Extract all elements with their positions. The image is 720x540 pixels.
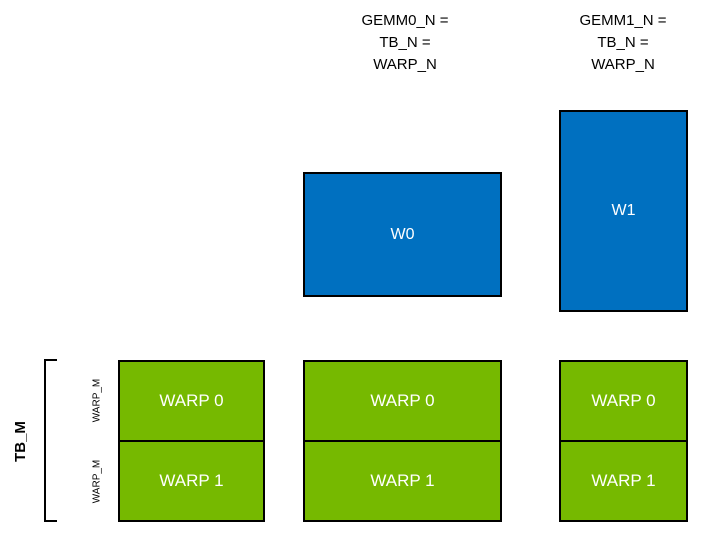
- threadblock-right: WARP 0 WARP 1: [559, 360, 688, 522]
- warp0-label: WARP 0: [591, 391, 656, 410]
- warp1-label: WARP 1: [159, 471, 224, 490]
- header-line-3: WARP_N: [373, 56, 437, 73]
- warp0-box: WARP 0: [559, 360, 688, 442]
- header-line-1: GEMM0_N =: [361, 12, 449, 29]
- column-header-gemm0: GEMM0_N = TB_N = WARP_N: [325, 10, 485, 76]
- warp1-label: WARP 1: [370, 471, 435, 490]
- column-header-gemm1: GEMM1_N = TB_N = WARP_N: [548, 10, 698, 76]
- warp1-label: WARP 1: [591, 471, 656, 490]
- warp1-box: WARP 1: [559, 440, 688, 522]
- header-line-3: WARP_N: [591, 56, 655, 73]
- warp-tile-w1-label: W1: [611, 202, 636, 219]
- warp-tile-w0: W0: [303, 172, 502, 297]
- warp-m-label-row0: WARP_M: [91, 378, 103, 422]
- header-line-2: TB_N =: [379, 34, 431, 51]
- threadblock-left: WARP 0 WARP 1: [118, 360, 265, 522]
- warp-tile-w1: W1: [559, 110, 688, 312]
- warp0-box: WARP 0: [118, 360, 265, 442]
- tb-m-label: TB_M: [11, 420, 29, 462]
- header-line-2: TB_N =: [597, 34, 649, 51]
- tb-m-bracket: [44, 359, 57, 522]
- warp1-box: WARP 1: [303, 440, 502, 522]
- threadblock-middle: WARP 0 WARP 1: [303, 360, 502, 522]
- warp0-label: WARP 0: [370, 391, 435, 410]
- header-line-1: GEMM1_N =: [579, 12, 667, 29]
- warp0-box: WARP 0: [303, 360, 502, 442]
- warp-tile-w0-label: W0: [390, 225, 415, 243]
- warp-m-label-row1: WARP_M: [91, 459, 103, 503]
- warp0-label: WARP 0: [159, 391, 224, 410]
- warp1-box: WARP 1: [118, 440, 265, 522]
